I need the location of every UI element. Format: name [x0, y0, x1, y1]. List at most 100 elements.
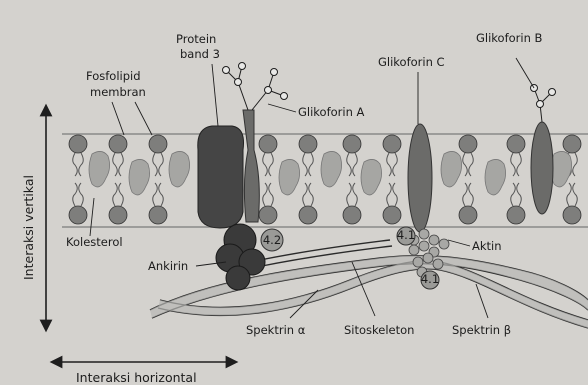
- lipid-head: [343, 206, 361, 224]
- lipid-tail: [463, 183, 468, 206]
- lipid-tail: [153, 153, 158, 176]
- cholesterol-molecule: [89, 151, 110, 186]
- lipid-tail: [263, 183, 268, 206]
- label-aktin: Aktin: [472, 239, 502, 253]
- lipid-head: [69, 135, 87, 153]
- lipid-head: [109, 206, 127, 224]
- cholesterol-molecule: [361, 159, 382, 194]
- aktin-bead: [419, 241, 429, 251]
- glikoforin-b-sugar-chain: [531, 85, 556, 123]
- lipid-tail: [347, 153, 352, 176]
- lipid-tail: [73, 153, 78, 176]
- label-ankirin: Ankirin: [148, 259, 188, 273]
- lipid-tail: [79, 183, 84, 206]
- cholesterol-molecule: [485, 159, 506, 194]
- lipid-head: [299, 206, 317, 224]
- label-glikoforin-b: Glikoforin B: [476, 31, 543, 45]
- label-protein-band3-1: Protein: [176, 32, 216, 46]
- lipid-head: [299, 135, 317, 153]
- lipid-head: [383, 206, 401, 224]
- lipid-head: [459, 135, 477, 153]
- aktin-bead: [433, 259, 443, 269]
- lipid-head: [259, 206, 277, 224]
- lipid-tail: [303, 153, 308, 176]
- protein-41-bottom-label: 4.1: [421, 272, 439, 286]
- label-interaksi-horizontal: Interaksi horizontal: [76, 370, 197, 385]
- lipid-tail: [347, 183, 352, 206]
- label-spektrin-alpha: Spektrin α: [246, 323, 306, 337]
- lipid-tail: [353, 183, 358, 206]
- lipid-tail: [79, 153, 84, 176]
- lipid-tail: [119, 153, 124, 176]
- lipid-head: [563, 206, 581, 224]
- cholesterol-molecule: [169, 151, 190, 186]
- aktin-bead: [439, 239, 449, 249]
- cholesterol-molecule: [551, 151, 572, 186]
- lipid-tail: [119, 183, 124, 206]
- protein-42-label: 4.2: [263, 233, 281, 247]
- lipid-tail: [573, 153, 578, 176]
- lipid-tail: [309, 153, 314, 176]
- protein-band3-shape: [198, 126, 244, 228]
- lipid-tail: [573, 183, 578, 206]
- lipid-tail: [159, 183, 164, 206]
- lipid-head: [459, 206, 477, 224]
- label-glikoforin-a: Glikoforin A: [298, 105, 365, 119]
- lipid-head: [343, 135, 361, 153]
- lipid-head: [507, 206, 525, 224]
- lipid-tail: [517, 183, 522, 206]
- lipid-tail: [511, 183, 516, 206]
- label-glikoforin-c: Glikoforin C: [378, 55, 445, 69]
- lipid-tail: [269, 153, 274, 176]
- label-fosfolipid-2: membran: [90, 85, 146, 99]
- glikoforin-b-shape: [531, 122, 553, 214]
- label-kolesterol: Kolesterol: [66, 235, 123, 249]
- label-interaksi-vertikal: Interaksi vertikal: [21, 175, 36, 280]
- lipid-tail: [511, 153, 516, 176]
- lipid-tail: [387, 183, 392, 206]
- lipid-tail: [263, 153, 268, 176]
- aktin-bead: [409, 245, 419, 255]
- lipid-tail: [469, 183, 474, 206]
- lipid-tail: [393, 153, 398, 176]
- lipid-head: [259, 135, 277, 153]
- glikoforin-a-sugar-chain: [223, 63, 288, 111]
- cholesterol-molecule: [279, 159, 300, 194]
- lipid-head: [383, 135, 401, 153]
- lipid-tail: [567, 183, 572, 206]
- lipid-tail: [393, 183, 398, 206]
- lipid-tail: [387, 153, 392, 176]
- cholesterol-group: [89, 151, 572, 194]
- lipid-head: [149, 206, 167, 224]
- cholesterol-molecule: [321, 151, 342, 186]
- aktin-bead: [419, 229, 429, 239]
- lipid-tail: [153, 183, 158, 206]
- lipid-tail: [517, 153, 522, 176]
- spektrin-fill: [150, 256, 588, 328]
- label-spektrin-beta: Spektrin β: [452, 323, 511, 337]
- aktin-bead: [413, 257, 423, 267]
- lipid-head: [149, 135, 167, 153]
- lipid-tail: [113, 153, 118, 176]
- lipid-head: [109, 135, 127, 153]
- lipid-tail: [113, 183, 118, 206]
- lipid-tail: [269, 183, 274, 206]
- cholesterol-molecule: [129, 159, 150, 194]
- label-protein-band3-2: band 3: [180, 47, 220, 61]
- lipid-tail: [469, 153, 474, 176]
- lipid-tail: [159, 153, 164, 176]
- lipid-tail: [353, 153, 358, 176]
- lipid-tail: [463, 153, 468, 176]
- lipid-head: [69, 206, 87, 224]
- lipid-tail: [303, 183, 308, 206]
- lipid-head: [563, 135, 581, 153]
- lipid-tail: [309, 183, 314, 206]
- label-fosfolipid-1: Fosfolipid: [86, 69, 141, 83]
- glikoforin-c-shape: [408, 124, 432, 232]
- protein-41-top-label: 4.1: [397, 228, 415, 242]
- lipid-head: [507, 135, 525, 153]
- lipid-tail: [73, 183, 78, 206]
- glikoforin-a-shape: [243, 110, 259, 222]
- cholesterol-molecule: [441, 151, 462, 186]
